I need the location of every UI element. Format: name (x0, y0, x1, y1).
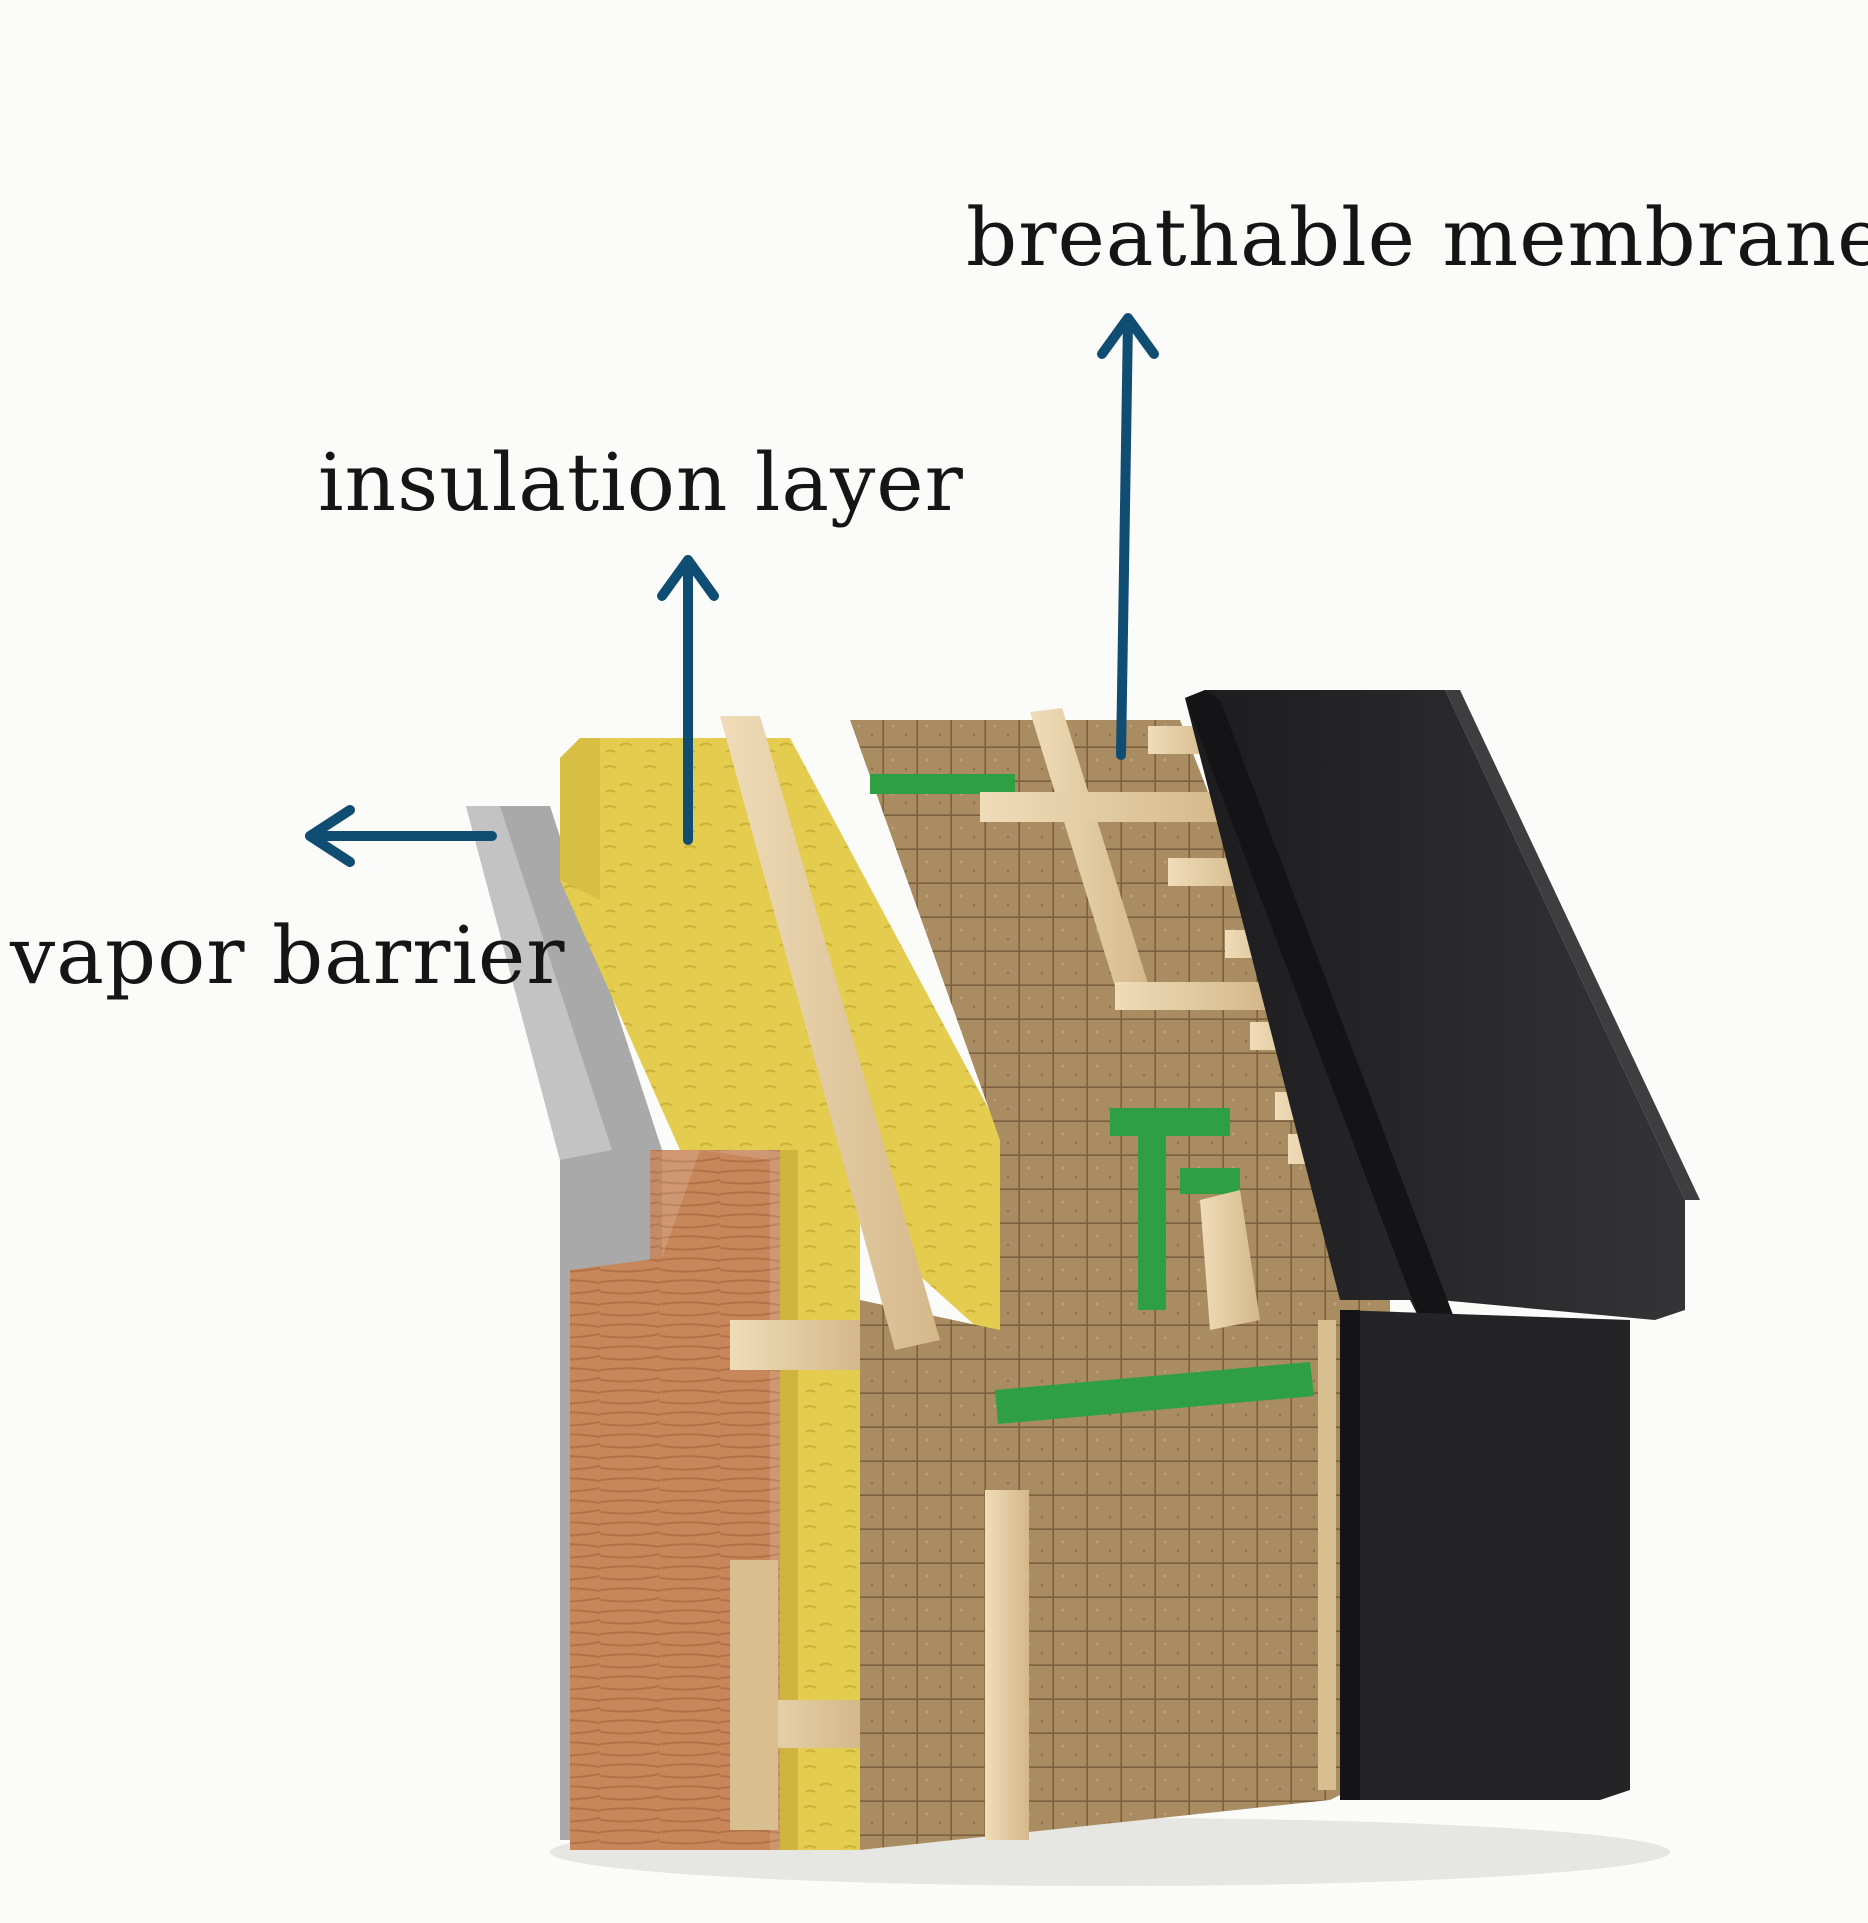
arrow-insulation-layer (657, 555, 719, 845)
arrow-vapor-barrier (305, 805, 497, 867)
label-insulation-layer: insulation layer (318, 436, 964, 529)
roof-cladding (1185, 690, 1700, 1800)
arrow-breathable-membrane (1097, 313, 1159, 760)
timber-battens (720, 708, 1354, 1840)
label-breathable-membrane: breathable membrane (966, 191, 1868, 284)
green-tape-strips (870, 774, 1314, 1424)
label-vapor-barrier: vapor barrier (10, 909, 566, 1002)
